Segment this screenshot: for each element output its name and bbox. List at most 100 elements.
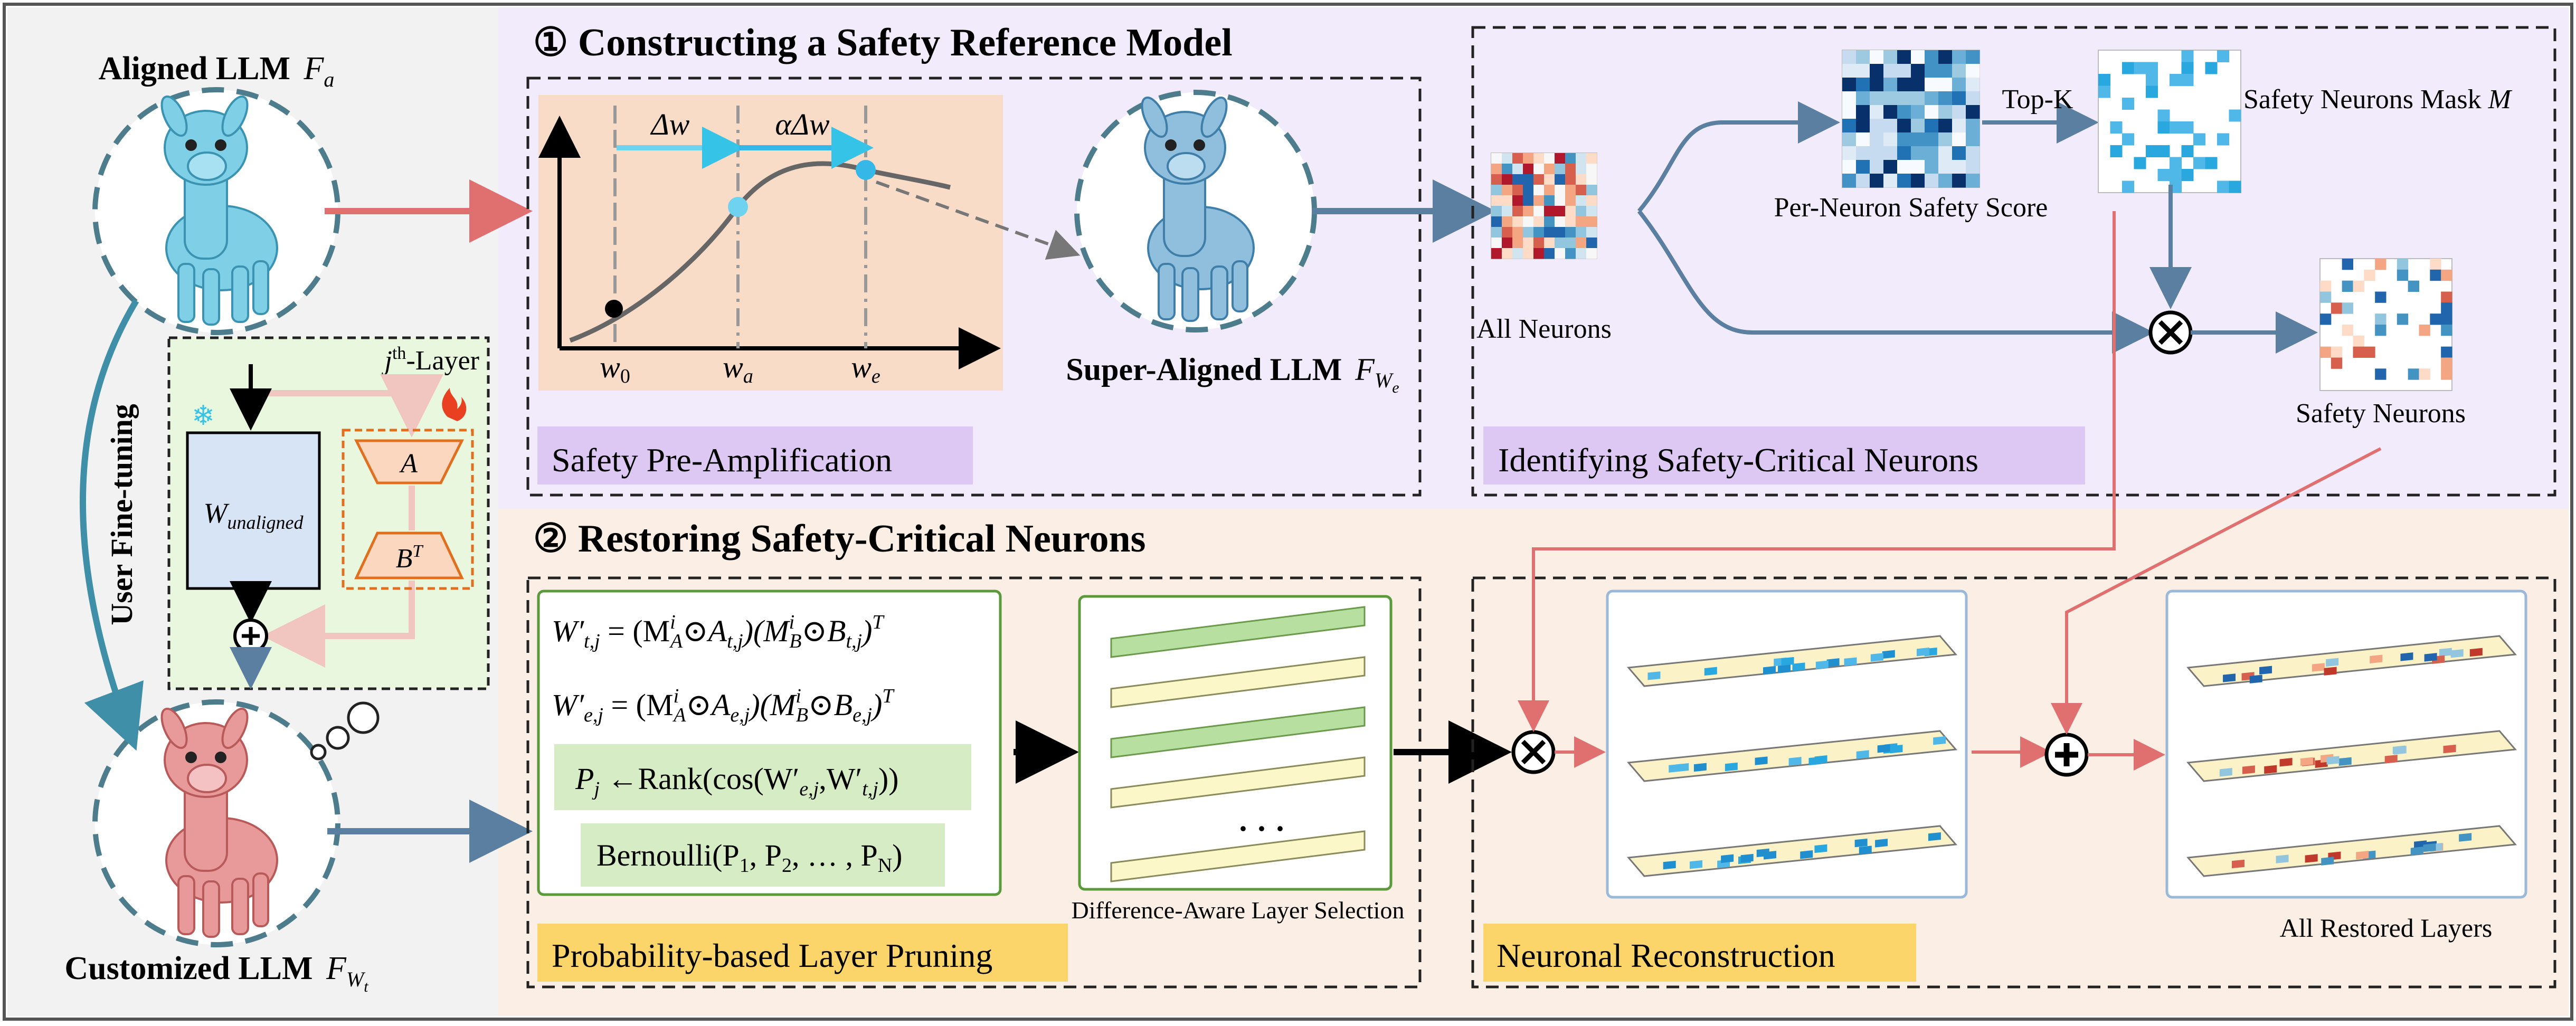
heatmap-cell xyxy=(1565,216,1576,227)
heatmap-cell xyxy=(1491,164,1502,175)
heatmap-cell xyxy=(1911,132,1925,147)
heatmap-cell xyxy=(2217,180,2229,193)
safety-to-restore-arrow xyxy=(2051,447,2382,735)
layer-cell xyxy=(1844,657,1857,666)
heatmap-cell xyxy=(2364,269,2375,281)
heatmap-cell xyxy=(1856,146,1870,160)
heatmap-cell xyxy=(1870,78,1884,92)
heatmap-cell xyxy=(1883,105,1898,119)
safety-neurons-heatmap xyxy=(2319,258,2452,391)
heatmap-cell xyxy=(2217,133,2229,146)
heatmap-cell xyxy=(1842,78,1857,92)
safety-mask-label: Safety Neurons Mask M xyxy=(2243,84,2513,115)
heatmap-cell xyxy=(1856,78,1870,92)
heatmap-cell xyxy=(2170,121,2182,134)
layer-cell xyxy=(1763,666,1776,675)
heatmap-cell xyxy=(2146,62,2158,74)
heatmap-cell xyxy=(1523,153,1534,164)
layer-cell xyxy=(1781,657,1794,666)
heatmap-cell xyxy=(1842,146,1857,160)
layer-cell xyxy=(1788,757,1802,766)
layer-cell xyxy=(1693,763,1707,772)
heatmap-cell xyxy=(1512,185,1523,196)
heatmap-cell xyxy=(1938,64,1953,78)
layer-cell xyxy=(1875,839,1888,848)
heatmap-cell xyxy=(1565,227,1576,238)
heatmap-cell xyxy=(1586,206,1597,217)
heatmap-cell xyxy=(1502,248,1513,259)
heatmap-cell xyxy=(1576,216,1587,227)
layer-cell xyxy=(1764,851,1777,860)
layer-cell xyxy=(2410,847,2423,856)
heatmap-cell xyxy=(2375,291,2386,303)
heatmap-cell xyxy=(2419,368,2430,380)
layer-cell xyxy=(2242,765,2255,774)
reconstruction-box xyxy=(1471,576,2556,989)
heatmap-cell xyxy=(1897,160,1911,174)
layer-cell xyxy=(2264,765,2277,774)
heatmap-cell xyxy=(2181,169,2194,181)
heatmap-cell xyxy=(1897,174,1911,188)
heatmap-cell xyxy=(1533,195,1545,206)
heatmap-cell xyxy=(1544,164,1555,175)
w-unaligned-block xyxy=(186,431,321,590)
layer-cell xyxy=(1928,832,1941,841)
heatmap-cell xyxy=(1565,195,1576,206)
heatmap-cell xyxy=(1533,216,1545,227)
heatmap-cell xyxy=(2157,145,2170,157)
we-label: we xyxy=(851,350,880,387)
safety-mask-heatmap xyxy=(2098,50,2241,193)
loss-curve xyxy=(569,161,951,343)
heatmap-cell xyxy=(1586,153,1597,164)
heatmap-cell xyxy=(1966,146,1980,160)
heatmap-cell xyxy=(2320,346,2332,358)
heatmap-cell xyxy=(1883,132,1898,147)
heatmap-cell xyxy=(2205,157,2218,169)
heatmap-cell xyxy=(1938,160,1953,174)
heatmap-cell xyxy=(1544,195,1555,206)
heatmap-cell xyxy=(1565,164,1576,175)
heatmap-cell xyxy=(2342,302,2353,314)
heatmap-cell xyxy=(1523,185,1534,196)
heatmap-cell xyxy=(2430,314,2441,325)
heatmap-cell xyxy=(1938,146,1953,160)
heatmap-cell xyxy=(1502,227,1513,238)
layer-cell xyxy=(1689,860,1702,869)
heatmap-cell xyxy=(1533,164,1545,175)
layer-stack xyxy=(1110,606,1366,882)
heatmap-cell xyxy=(2353,346,2364,358)
alpha-delta-w-label: αΔw xyxy=(775,107,829,141)
heatmap-cell xyxy=(2441,357,2452,369)
heatmap-cell xyxy=(2181,74,2194,86)
aligned-llama-avatar xyxy=(92,87,340,335)
masked-layer-stack xyxy=(1626,635,1958,877)
heatmap-cell xyxy=(1911,119,1925,133)
heatmap-cell xyxy=(1586,195,1597,206)
layer-cell xyxy=(2305,854,2318,863)
to-multiply-arrow xyxy=(1637,210,2154,354)
heatmap-cell xyxy=(1938,119,1953,133)
heatmap-cell xyxy=(1555,153,1566,164)
heatmap-cell xyxy=(2170,157,2182,169)
heatmap-cell xyxy=(2229,109,2241,122)
heatmap-cell xyxy=(1856,174,1870,188)
heatmap-cell xyxy=(1565,153,1576,164)
heatmap-cell xyxy=(1938,132,1953,147)
heatmap-cell xyxy=(2397,314,2409,325)
heatmap-cell xyxy=(1586,238,1597,249)
heatmap-cell xyxy=(2408,368,2419,380)
heatmap-cell xyxy=(1512,174,1523,185)
heatmap-cell xyxy=(1576,164,1587,175)
heatmap-cell xyxy=(1897,78,1911,92)
heatmap-cell xyxy=(1897,105,1911,119)
layer-strip xyxy=(2186,825,2517,877)
layer-cell xyxy=(2219,768,2232,777)
heatmap-cell xyxy=(2110,121,2123,134)
heatmap-cell xyxy=(1512,195,1523,206)
to-score-arrow xyxy=(1637,101,1840,213)
identify-box xyxy=(1471,26,2556,497)
super-aligned-label: Super-Aligned LLM FWe xyxy=(1066,352,1399,396)
layer-cell xyxy=(1856,750,1869,759)
point-wa xyxy=(728,197,748,217)
